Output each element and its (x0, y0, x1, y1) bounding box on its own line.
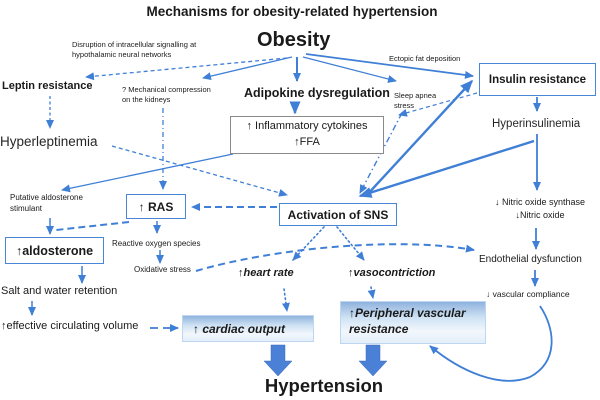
arrow-sns-to-heart-rate (292, 226, 325, 261)
note-oxidative-stress: Oxidative stress (134, 265, 191, 274)
peripheral-resistance-label: ↑Peripheral vascular resistance (349, 306, 466, 336)
arrow-ras-to-aldosterone (55, 221, 130, 231)
node-effective-circulating-volume: ↑effective circulating volume (1, 320, 139, 332)
sns-label: Activation of SNS (287, 207, 389, 222)
node-heart-rate: ↑heart rate (238, 267, 294, 279)
arrow-hyperinsulinemia-to-sns (358, 139, 535, 198)
page-title: Mechanisms for obesity-related hypertens… (146, 4, 438, 19)
node-endothelial-dysfunction: Endothelial dysfunction (479, 254, 582, 265)
node-adipokine-dysregulation: Adipokine dysregulation (244, 86, 390, 100)
node-salt-water-retention: Salt and water retention (1, 285, 118, 297)
node-hypertension: Hypertension (264, 375, 384, 396)
node-hyperinsulinemia: Hyperinsulinemia (492, 118, 581, 130)
node-aldosterone: ↑aldosterone (5, 237, 104, 264)
inflammatory-cytokines-label: ↑ Inflammatory cytokines ↑FFA (246, 120, 368, 148)
arrow-hyperleptinemia-to-sns (111, 145, 288, 197)
arrow-obesity-to-insulin-resistance (305, 53, 474, 79)
node-ras: ↑ RAS (126, 194, 186, 219)
arrow-sns-to-insulin-resistance (365, 79, 474, 197)
arrow-inflammatory-to-putative (61, 153, 234, 193)
node-vasocontriction: ↑vasocontriction (348, 267, 436, 279)
node-cardiac-output: ↑ cardiac output (182, 315, 314, 342)
note-mechanical-compression: ? Mechanical compression on the kidneys (122, 85, 211, 105)
note-sleep-apnea-stress: Sleep apnea stress (394, 91, 437, 111)
arrow-oxidative-to-endothelial-curve (195, 243, 475, 272)
arrow-vasocontriction-to-peripheral (367, 286, 376, 299)
ras-label: ↑ RAS (138, 199, 174, 214)
node-leptin-resistance: Leptin resistance (2, 80, 93, 92)
block-arrow-cardiac-to-hypertension (263, 344, 293, 377)
arrow-obesity-to-mechanical (202, 56, 293, 81)
arrow-obesity-to-sleep-apnea (302, 56, 397, 83)
block-arrow-peripheral-to-hypertension (358, 344, 388, 377)
node-activation-of-sns: Activation of SNS (279, 203, 397, 226)
note-reactive-oxygen-species: Reactive oxygen species (112, 239, 201, 248)
note-putative-aldosterone: Putative aldosterone stimulant (10, 193, 83, 213)
arrow-sns-to-vasocontriction (336, 226, 365, 261)
note-ectopic-fat: Ectopic fat deposition (389, 54, 461, 63)
node-hyperleptinemia: Hyperleptinemia (0, 134, 98, 149)
cardiac-output-label: ↑ cardiac output (193, 321, 286, 336)
node-inflammatory-cytokines: ↑ Inflammatory cytokines ↑FFA (230, 116, 384, 154)
note-disruption: Disruption of intracellular signalling a… (72, 40, 197, 60)
node-peripheral-resistance: ↑Peripheral vascular resistance (340, 301, 486, 344)
arrow-compliance-to-peripheral-curve (429, 305, 553, 382)
aldosterone-label: ↑aldosterone (15, 243, 94, 258)
arrow-obesity-to-leptin-resistance (85, 57, 288, 81)
arrow-heart-rate-to-cardiac (281, 288, 290, 312)
note-vascular-compliance: ↓ vascular compliance (486, 289, 570, 299)
node-nitric-oxide: ↓ Nitric oxide synthase ↓Nitric oxide (494, 197, 586, 221)
node-obesity: Obesity (257, 29, 331, 51)
insulin-resistance-label: Insulin resistance (488, 73, 587, 86)
node-insulin-resistance: Insulin resistance (479, 63, 596, 96)
